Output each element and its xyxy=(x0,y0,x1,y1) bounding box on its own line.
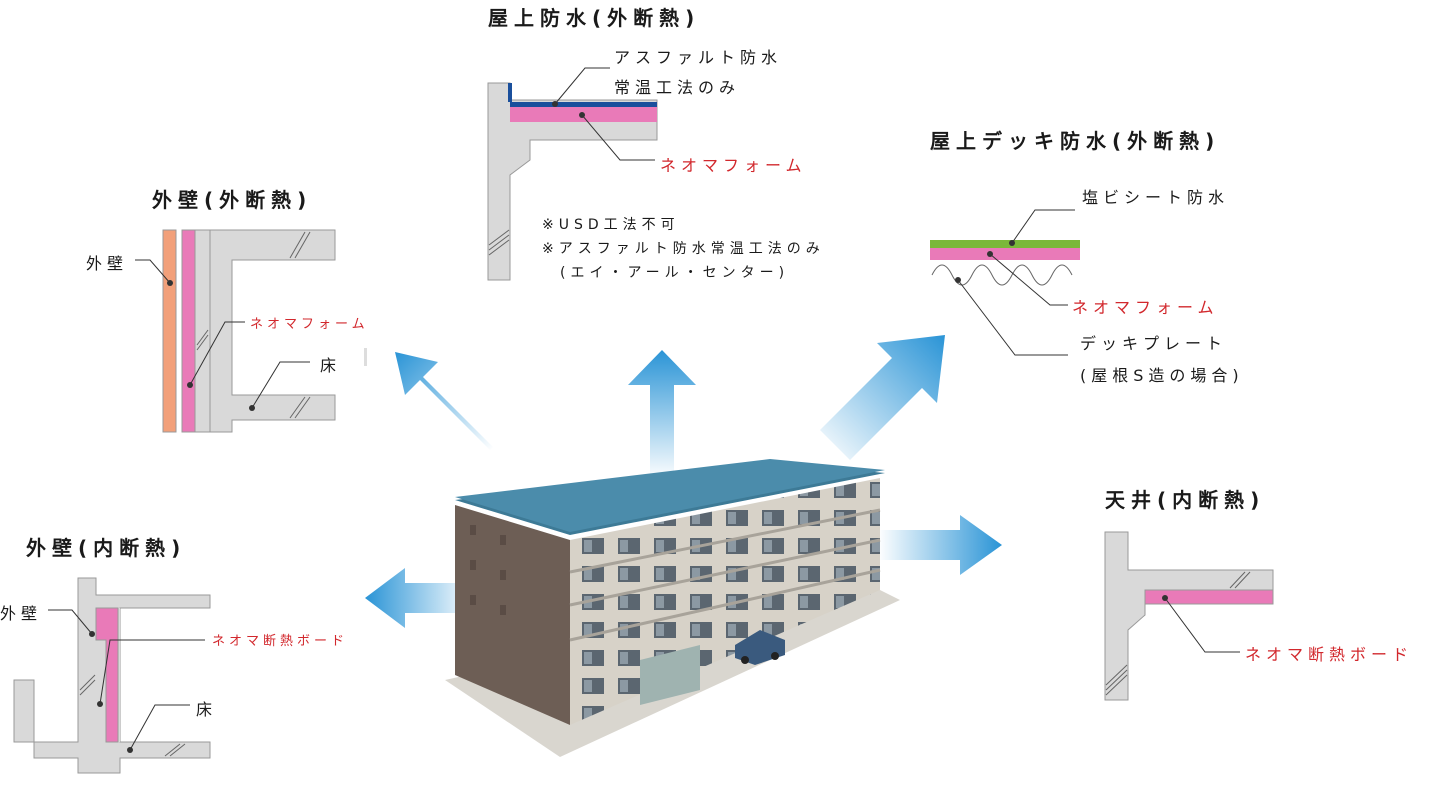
wall-inner-board-label: ネオマ断熱ボード xyxy=(212,634,349,649)
wall-outer-exterior-label: 外壁 xyxy=(86,254,129,273)
wall-outer-section xyxy=(135,229,367,433)
pvc-sheet-layer xyxy=(930,240,1080,248)
wall-outer-heading: 外壁(外断熱) xyxy=(152,188,313,212)
roof-deck-heading: 屋上デッキ防水(外断熱) xyxy=(930,129,1221,153)
arrow-up xyxy=(628,350,696,480)
asphalt-label-line2: 常温工法のみ xyxy=(614,78,741,97)
wall-inner-section xyxy=(13,577,211,774)
ceiling-heading: 天井(内断熱) xyxy=(1105,488,1266,512)
insulation-board-wall xyxy=(95,607,119,743)
exterior-wall-layer xyxy=(162,229,177,433)
waterproof-layer xyxy=(510,102,657,107)
insulation-layer-wall xyxy=(181,229,196,433)
roof-top-section xyxy=(487,67,658,281)
wall-outer-floor-label: 床 xyxy=(320,356,342,375)
roof-note-2: ※アスファルト防水常温工法のみ xyxy=(542,241,825,257)
asphalt-label-line1: アスファルト防水 xyxy=(614,48,783,67)
arrow-up-left xyxy=(395,352,493,450)
arrow-left xyxy=(365,568,475,628)
roof-deck-section xyxy=(930,209,1080,356)
pvc-sheet-label: 塩ビシート防水 xyxy=(1082,188,1230,207)
wall-inner-exterior-label: 外壁 xyxy=(0,604,43,623)
roof-note-3: (エイ・アール・センター) xyxy=(560,265,790,281)
arrow-up-right xyxy=(820,335,945,460)
wall-outer-foam-label: ネオマフォーム xyxy=(250,317,369,332)
roof-top-heading: 屋上防水(外断熱) xyxy=(488,6,701,30)
arrow-right xyxy=(878,515,1002,575)
wall-inner-heading: 外壁(内断熱) xyxy=(26,536,187,560)
car-icon xyxy=(735,630,785,665)
deck-plate-label-line1: デッキプレート xyxy=(1080,334,1228,353)
apartment-building xyxy=(445,459,900,757)
insulation-layer-deck xyxy=(930,248,1080,260)
wall-inner-floor-label: 床 xyxy=(196,700,218,719)
roof-note-1: ※USD工法不可 xyxy=(542,217,680,233)
deck-foam-label: ネオマフォーム xyxy=(1072,298,1219,317)
roof-foam-label: ネオマフォーム xyxy=(660,156,807,175)
ceiling-section xyxy=(1104,531,1274,701)
insulation-board-ceiling xyxy=(1144,589,1274,605)
deck-plate-label-line2: (屋根S造の場合) xyxy=(1080,366,1244,385)
ceiling-board-label: ネオマ断熱ボード xyxy=(1245,645,1414,664)
